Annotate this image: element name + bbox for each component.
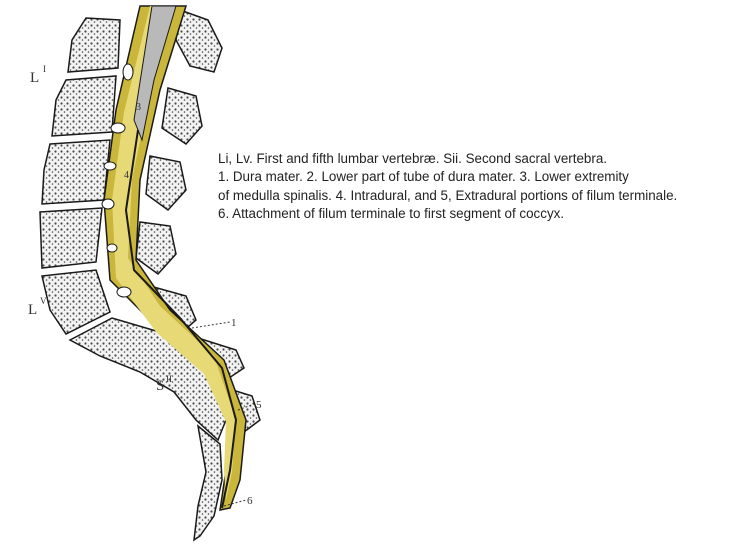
vertebra-body-5	[41, 269, 111, 335]
label-l5: L	[28, 302, 37, 318]
medulla-spinalis	[133, 5, 177, 142]
label-4: 4	[124, 170, 129, 181]
label-s2-sup: II	[166, 374, 172, 384]
nerve-foramina	[101, 63, 134, 298]
vertebra-body-2	[51, 75, 117, 137]
caption-line-1: Li, Lv. First and fifth lumbar vertebræ.…	[218, 151, 607, 166]
label-l5-sup: V	[40, 296, 47, 306]
filum-terminale	[124, 129, 238, 509]
coccyx	[193, 424, 223, 542]
vertebra-body-4	[39, 207, 103, 269]
label-l1: L	[30, 70, 39, 86]
caption-line-2: 1. Dura mater. 2. Lower part of tube of …	[218, 169, 629, 185]
label-1: 1	[231, 317, 237, 329]
spine-diagram: L I L V S II 3 4 1 5 6	[28, 5, 262, 542]
label-3: 3	[136, 102, 141, 113]
caption-line-4: 6. Attachment of filum terminale to firs…	[218, 205, 565, 221]
sacrum	[68, 317, 227, 442]
label-l1-sup: I	[43, 64, 46, 74]
caption-line-3: of medulla spinalis. 4. Intradural, and …	[218, 187, 678, 203]
vertebra-body-3	[41, 139, 111, 205]
label-6: 6	[247, 495, 253, 507]
label-s2: S	[156, 378, 164, 394]
vertebra-body-1	[67, 17, 121, 73]
label-5: 5	[256, 399, 262, 411]
figure-caption: Li, Lv. First and fifth lumbar vertebræ.…	[218, 150, 734, 223]
leader-lines	[191, 321, 255, 507]
